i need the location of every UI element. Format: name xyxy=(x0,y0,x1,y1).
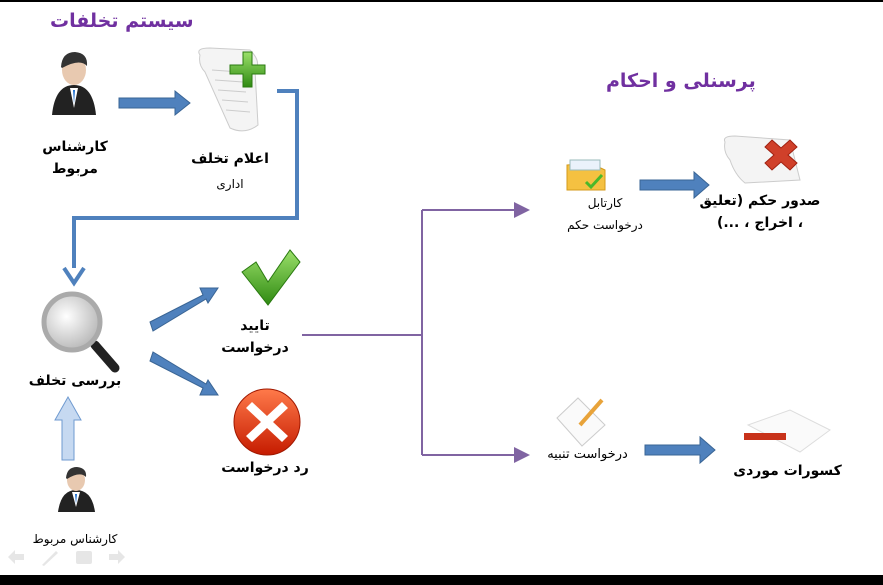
node-deductions: کسورات موردی xyxy=(733,463,842,479)
bottom-border xyxy=(0,575,883,585)
next-slide-icon xyxy=(109,550,125,564)
person-icon xyxy=(52,52,96,115)
label: اداری xyxy=(216,177,244,191)
arrow-to-reject xyxy=(149,351,219,396)
label: کارتابل xyxy=(587,196,623,210)
node-expert-top: کارشناس مربوط xyxy=(30,136,120,180)
label: ، اخراج ، ...) xyxy=(716,215,804,231)
arrow-to-approve xyxy=(149,287,219,332)
menu-icon xyxy=(76,551,92,564)
label: تایید xyxy=(240,318,270,334)
title-violations-system: سیستم تخلفات xyxy=(50,10,194,32)
document-add-icon xyxy=(198,47,266,132)
folder-check-icon xyxy=(566,159,606,191)
node-issue-ruling: صدور حکم (تعلیق ، اخراج ، ...) xyxy=(695,190,825,234)
label: درخواست xyxy=(221,340,289,356)
top-border xyxy=(0,0,883,2)
node-review: بررسی تخلف xyxy=(28,373,122,389)
arrow-head-down xyxy=(62,266,86,287)
label: صدور حکم (تعلیق xyxy=(699,193,821,209)
reject-icon xyxy=(233,388,301,456)
node-punish-request: درخواست تنبیه xyxy=(547,447,628,462)
connector-line xyxy=(72,89,299,268)
node-reject: رد درخواست xyxy=(221,460,309,476)
prev-slide-icon xyxy=(8,550,24,564)
node-declare-violation: اعلام تخلف اداری xyxy=(180,148,280,195)
node-cartable: کارتابل درخواست حکم xyxy=(550,192,660,236)
arrow-right xyxy=(639,170,710,200)
arrow-right xyxy=(118,89,191,117)
node-expert-bottom: کارشناس مربوط xyxy=(32,532,118,546)
document-edit-icon xyxy=(556,397,606,447)
title-personnel-rulings: پرسنلی و احکام xyxy=(606,70,756,92)
label: کارشناس xyxy=(42,139,108,155)
checkmark-icon xyxy=(241,249,301,306)
magnifier-icon xyxy=(41,291,120,373)
label: درخواست حکم xyxy=(567,218,643,232)
pen-icon xyxy=(42,551,58,566)
document-remove-icon xyxy=(724,135,801,184)
arrow-up xyxy=(54,395,82,461)
node-approve: تایید درخواست xyxy=(215,315,295,359)
slide-nav[interactable] xyxy=(8,550,125,566)
person-icon xyxy=(58,467,95,512)
document-minus-icon xyxy=(744,409,831,453)
arrow-right xyxy=(644,435,716,465)
label: مربوط xyxy=(52,161,98,177)
label: اعلام تخلف xyxy=(191,151,269,167)
purple-connector xyxy=(302,202,530,463)
